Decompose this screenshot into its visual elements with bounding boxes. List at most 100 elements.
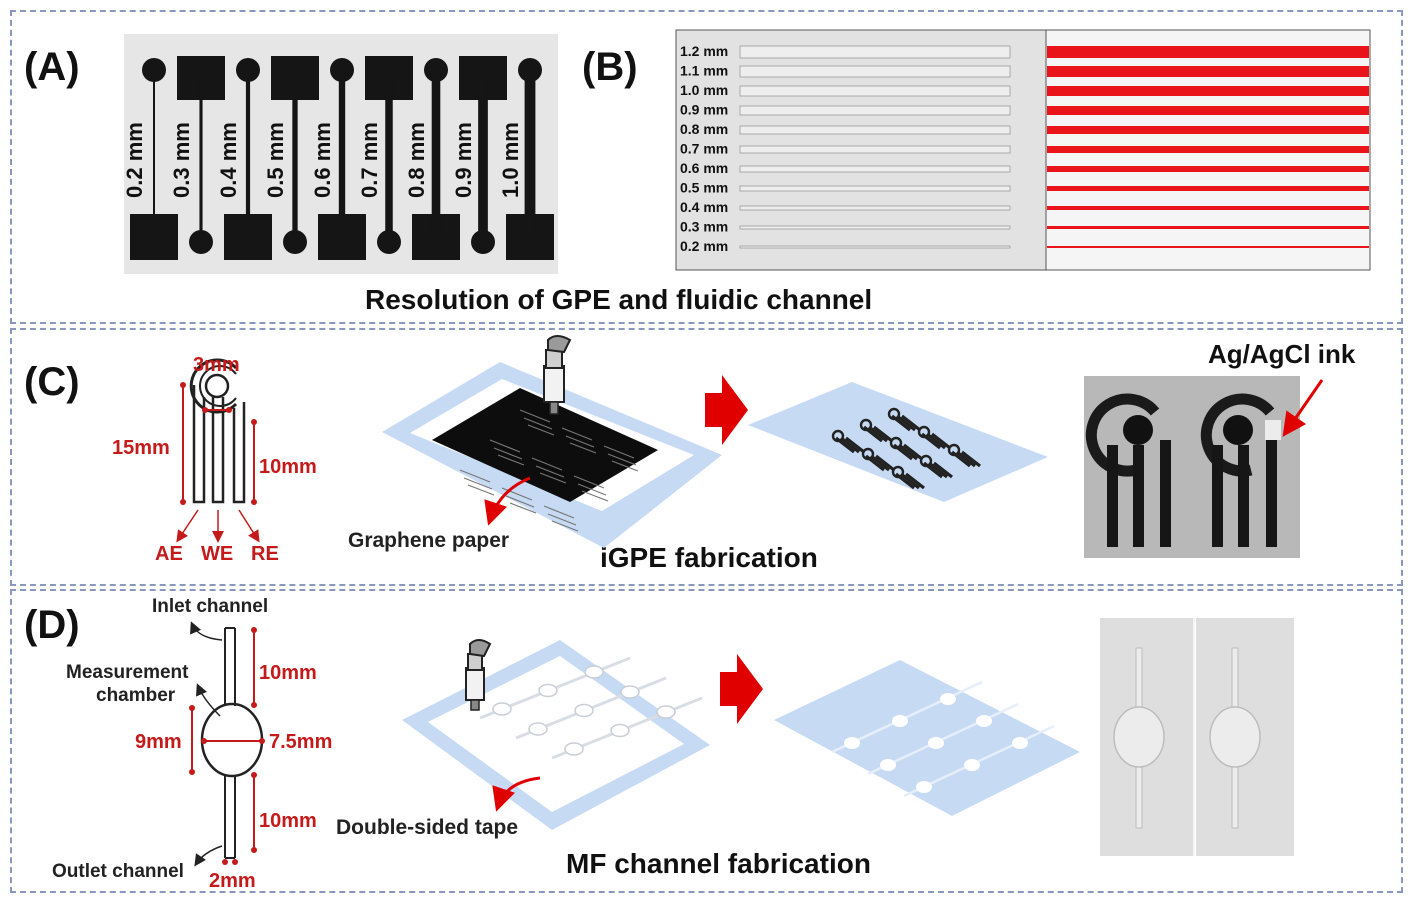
array-channel-line: [831, 680, 983, 754]
gpe-width-label-2: 0.4 mm: [216, 122, 241, 198]
channel-row-4: 0.8 mm: [680, 121, 1369, 137]
photo-electrodes: [1084, 376, 1324, 558]
graphene-cut-pattern: [543, 505, 579, 532]
panel-d-frame: [10, 589, 1403, 893]
gpe-width-label-3: 0.5 mm: [263, 122, 288, 198]
channel-row-5: 0.7 mm: [680, 141, 1369, 157]
channel-row-7: 0.5 mm: [680, 180, 1369, 196]
mini-electrode: [891, 465, 925, 490]
graphene-cut-pattern: [489, 439, 525, 466]
mini-electrode: [861, 447, 895, 472]
graphene-cut-pattern: [501, 487, 537, 514]
label-inlet-channel: Inlet channel: [152, 596, 268, 617]
label-chamber: chamber: [96, 685, 176, 706]
dim-chamber-9mm: 9mm: [135, 731, 182, 753]
mini-electrode: [917, 425, 951, 450]
channel-schematic: [189, 621, 265, 867]
panel-label-a: (A): [24, 45, 80, 89]
graphene-sheet-cutting: [382, 335, 722, 548]
gpe-width-label-1: 0.3 mm: [169, 122, 194, 198]
process-arrow-c: [705, 375, 748, 445]
channel-row-8: 0.4 mm: [680, 199, 1369, 215]
gpe-line-0: 0.2 mm: [122, 58, 178, 260]
graphene-cut-pattern: [459, 469, 495, 496]
label-measurement: Measurement: [66, 662, 189, 683]
gpe-line-4: 0.6 mm: [310, 58, 366, 260]
panel-ab-frame: [10, 10, 1403, 324]
dim-lead-10mm: 10mm: [259, 456, 317, 478]
graphene-cut-pattern: [603, 445, 639, 472]
channel-width-label-9: 0.3 mm: [680, 219, 728, 235]
array-channel-line: [867, 702, 1019, 776]
channel-array-sheet: [774, 660, 1080, 816]
channel-width-label-0: 1.2 mm: [680, 43, 728, 59]
gpe-line-8: 1.0 mm: [498, 58, 554, 260]
channel-width-label-6: 0.6 mm: [680, 160, 728, 176]
channel-width-label-2: 1.0 mm: [680, 82, 728, 98]
channel-row-3: 0.9 mm: [680, 102, 1369, 118]
gpe-width-label-0: 0.2 mm: [122, 122, 147, 198]
channel-width-label-5: 0.7 mm: [680, 141, 728, 157]
label-double-sided-tape: Double-sided tape: [336, 816, 518, 839]
panel-label-b: (B): [582, 45, 638, 89]
mini-electrode: [889, 436, 923, 461]
gpe-width-label-7: 0.9 mm: [451, 122, 476, 198]
array-channel-line: [903, 724, 1055, 798]
gpe-width-label-5: 0.7 mm: [357, 122, 382, 198]
gpe-line-6: 0.8 mm: [404, 58, 460, 260]
mini-electrode: [947, 443, 981, 468]
channel-row-2: 1.0 mm: [680, 82, 1369, 98]
electrode-schematic: [176, 358, 260, 543]
gpe-line-3: 0.5 mm: [263, 56, 319, 254]
tape-channel-line: [515, 676, 667, 740]
graphene-cut-pattern: [561, 427, 597, 454]
dim-outlet-10mm: 10mm: [259, 810, 317, 832]
label-graphene-paper: Graphene paper: [348, 529, 509, 552]
label-outlet-channel: Outlet channel: [52, 861, 184, 882]
channel-row-1: 1.1 mm: [680, 63, 1369, 79]
label-ag-agcl-ink: Ag/AgCl ink: [1208, 339, 1356, 369]
dim-width-2mm: 2mm: [209, 870, 256, 892]
graphene-cut-pattern: [531, 457, 567, 484]
photo-channels: [1100, 618, 1294, 856]
channel-width-label-3: 0.9 mm: [680, 102, 728, 118]
mini-electrode: [859, 418, 893, 443]
channel-row-10: 0.2 mm: [680, 238, 1369, 254]
dim-ring-3mm: 3mm: [193, 354, 240, 376]
electrode-array-sheet: [748, 382, 1048, 502]
caption-c: iGPE fabrication: [600, 542, 818, 573]
gpe-line-2: 0.4 mm: [216, 58, 272, 260]
channel-width-label-1: 1.1 mm: [680, 63, 728, 79]
channel-row-0: 1.2 mm: [680, 43, 1369, 59]
channel-width-label-10: 0.2 mm: [680, 238, 728, 254]
gpe-line-7: 0.9 mm: [451, 56, 507, 254]
dim-length-15mm: 15mm: [112, 437, 170, 459]
process-arrow-d: [720, 654, 763, 724]
label-ae: AE: [155, 543, 183, 565]
channel-row-6: 0.6 mm: [680, 160, 1369, 176]
panel-c-frame: [10, 328, 1403, 586]
tape-channel-line: [479, 656, 631, 720]
panel-label-d: (D): [24, 603, 80, 647]
caption-d: MF channel fabrication: [566, 848, 871, 879]
gpe-width-label-8: 1.0 mm: [498, 122, 523, 198]
caption-ab: Resolution of GPE and fluidic channel: [365, 284, 873, 315]
channel-width-label-8: 0.4 mm: [680, 199, 728, 215]
tape-channel-line: [551, 696, 703, 760]
gpe-line-5: 0.7 mm: [357, 56, 413, 254]
dim-chamber-7-5mm: 7.5mm: [269, 731, 332, 753]
gpe-line-1: 0.3 mm: [169, 56, 225, 254]
label-re: RE: [251, 543, 279, 565]
mini-electrode: [831, 429, 865, 454]
channel-row-9: 0.3 mm: [680, 219, 1369, 235]
label-we: WE: [201, 543, 233, 565]
panel-label-c: (C): [24, 360, 80, 404]
gpe-width-label-6: 0.8 mm: [404, 122, 429, 198]
tape-sheet-cutting: [402, 639, 710, 830]
graphene-cut-pattern: [573, 475, 609, 502]
graphene-cut-pattern: [519, 409, 555, 436]
mini-electrode: [919, 454, 953, 479]
panel-b-photo: 1.2 mm 1.1 mm 1.0 mm 0.9 mm 0.8 mm 0.7 mm 0.6 …: [675, 29, 1371, 271]
mini-electrode: [887, 407, 921, 432]
